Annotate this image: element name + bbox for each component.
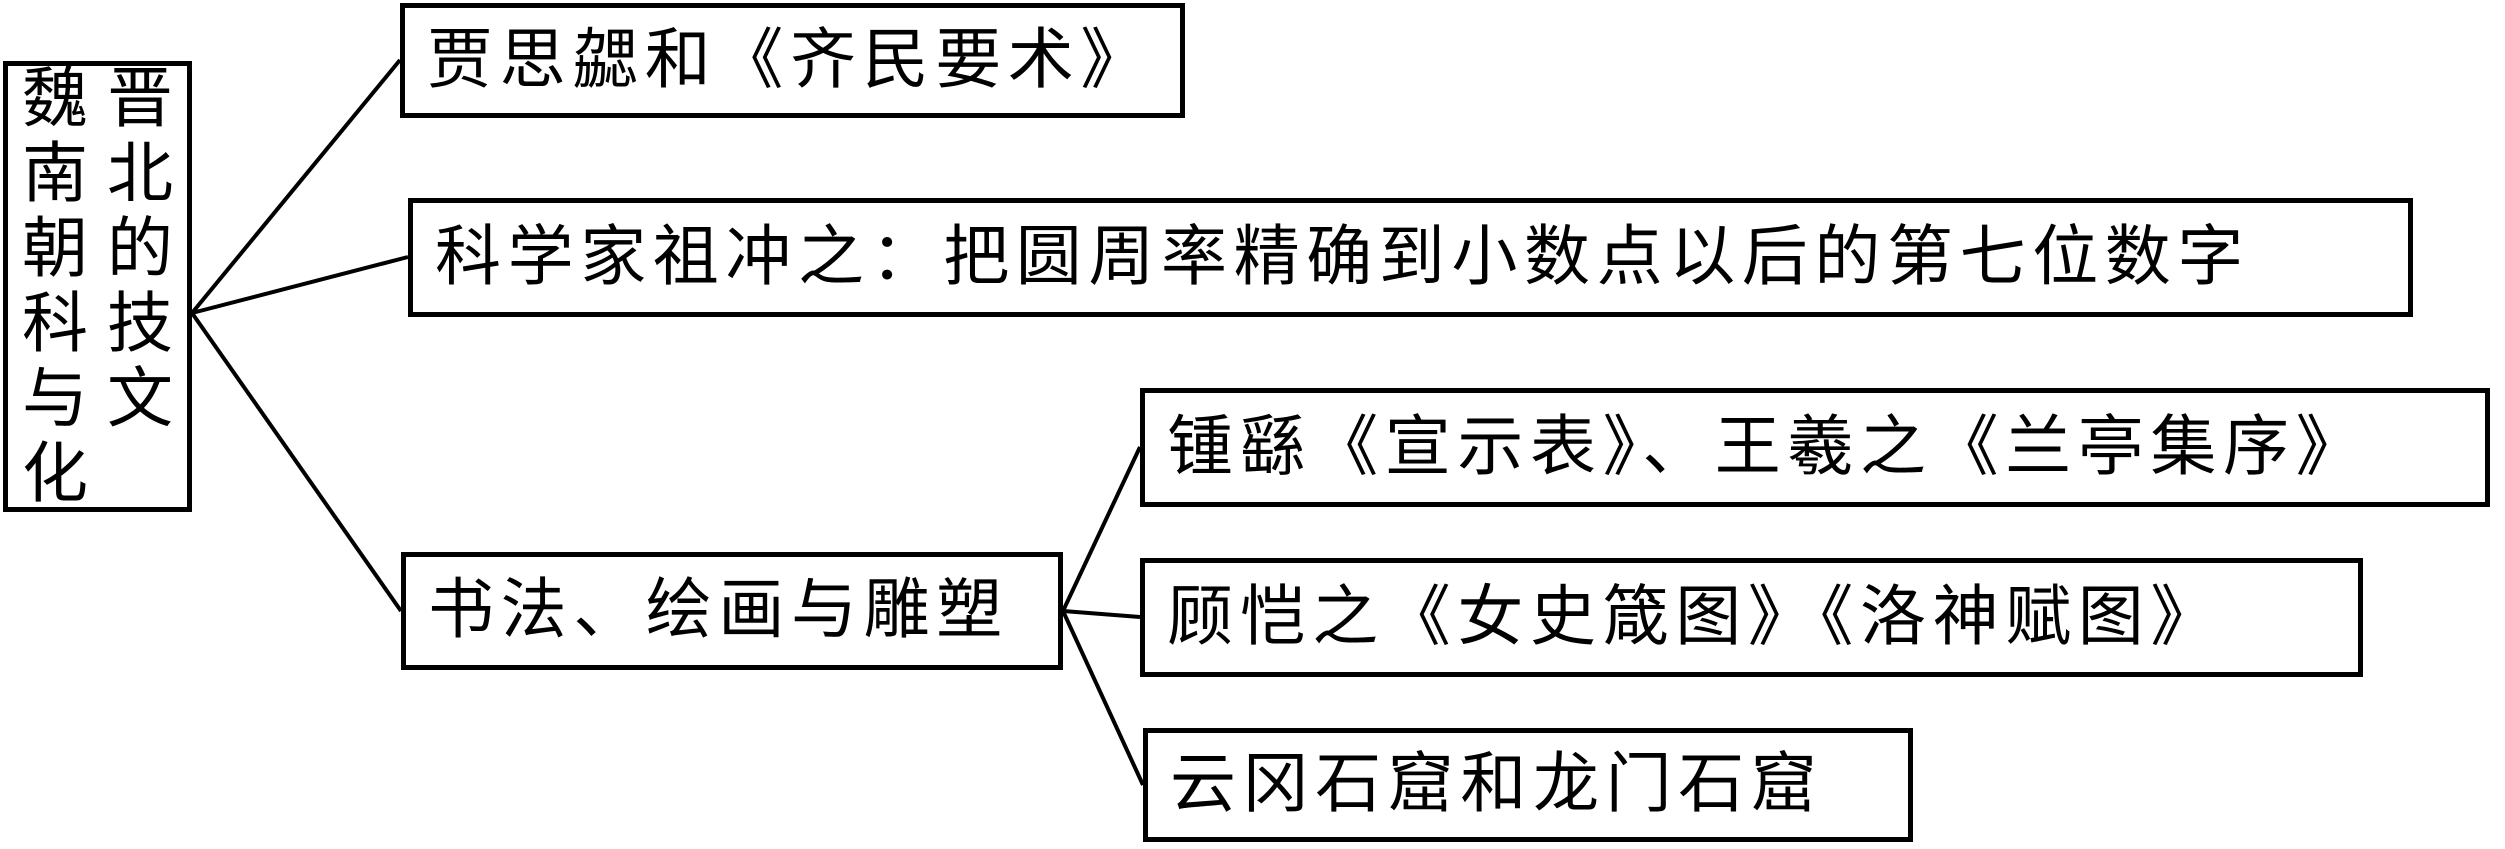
branch-node-jiasixie-label: 贾思勰和《齐民要术》 xyxy=(427,23,1153,97)
connector-calligraphy-to-grottoes xyxy=(1061,610,1145,786)
leaf-node-zhongyao-wangxizhi-label: 锺繇《宣示表》、王羲之《兰亭集序》 xyxy=(1167,410,2369,484)
branch-node-zuchongzhi: 科学家祖冲之：把圆周率精确到小数点以后的第七位数字 xyxy=(408,198,2413,317)
branch-node-calligraphy-label: 书法、绘画与雕塑 xyxy=(428,574,1009,647)
connector-calligraphy-to-gukaizhi xyxy=(1062,609,1141,619)
leaf-node-grottoes-label: 云冈石窟和龙门石窟 xyxy=(1170,748,1824,821)
leaf-node-grottoes: 云冈石窟和龙门石窟 xyxy=(1143,728,1913,842)
leaf-node-gukaizhi-label: 顾恺之《女史箴图》《洛神赋图》 xyxy=(1167,580,2223,654)
root-node-label: 魏晋南北朝的科技与文化 xyxy=(22,62,173,511)
leaf-node-zhongyao-wangxizhi: 锺繇《宣示表》、王羲之《兰亭集序》 xyxy=(1140,388,2490,507)
branch-node-jiasixie: 贾思勰和《齐民要术》 xyxy=(400,3,1185,118)
branch-node-calligraphy-painting-sculpture: 书法、绘画与雕塑 xyxy=(401,552,1063,670)
branch-node-zuchongzhi-label: 科学家祖冲之：把圆周率精确到小数点以后的第七位数字 xyxy=(435,220,2250,294)
connector-calligraphy-to-zhongyao xyxy=(1061,446,1142,612)
root-node-wei-jin-nanbeichao: 魏晋南北朝的科技与文化 xyxy=(3,61,192,512)
leaf-node-gukaizhi: 顾恺之《女史箴图》《洛神赋图》 xyxy=(1140,558,2363,677)
connector-root-to-calligraphy xyxy=(190,311,403,613)
connector-root-to-jiasixie xyxy=(190,58,402,315)
connector-root-to-zuchongzhi xyxy=(191,255,409,315)
